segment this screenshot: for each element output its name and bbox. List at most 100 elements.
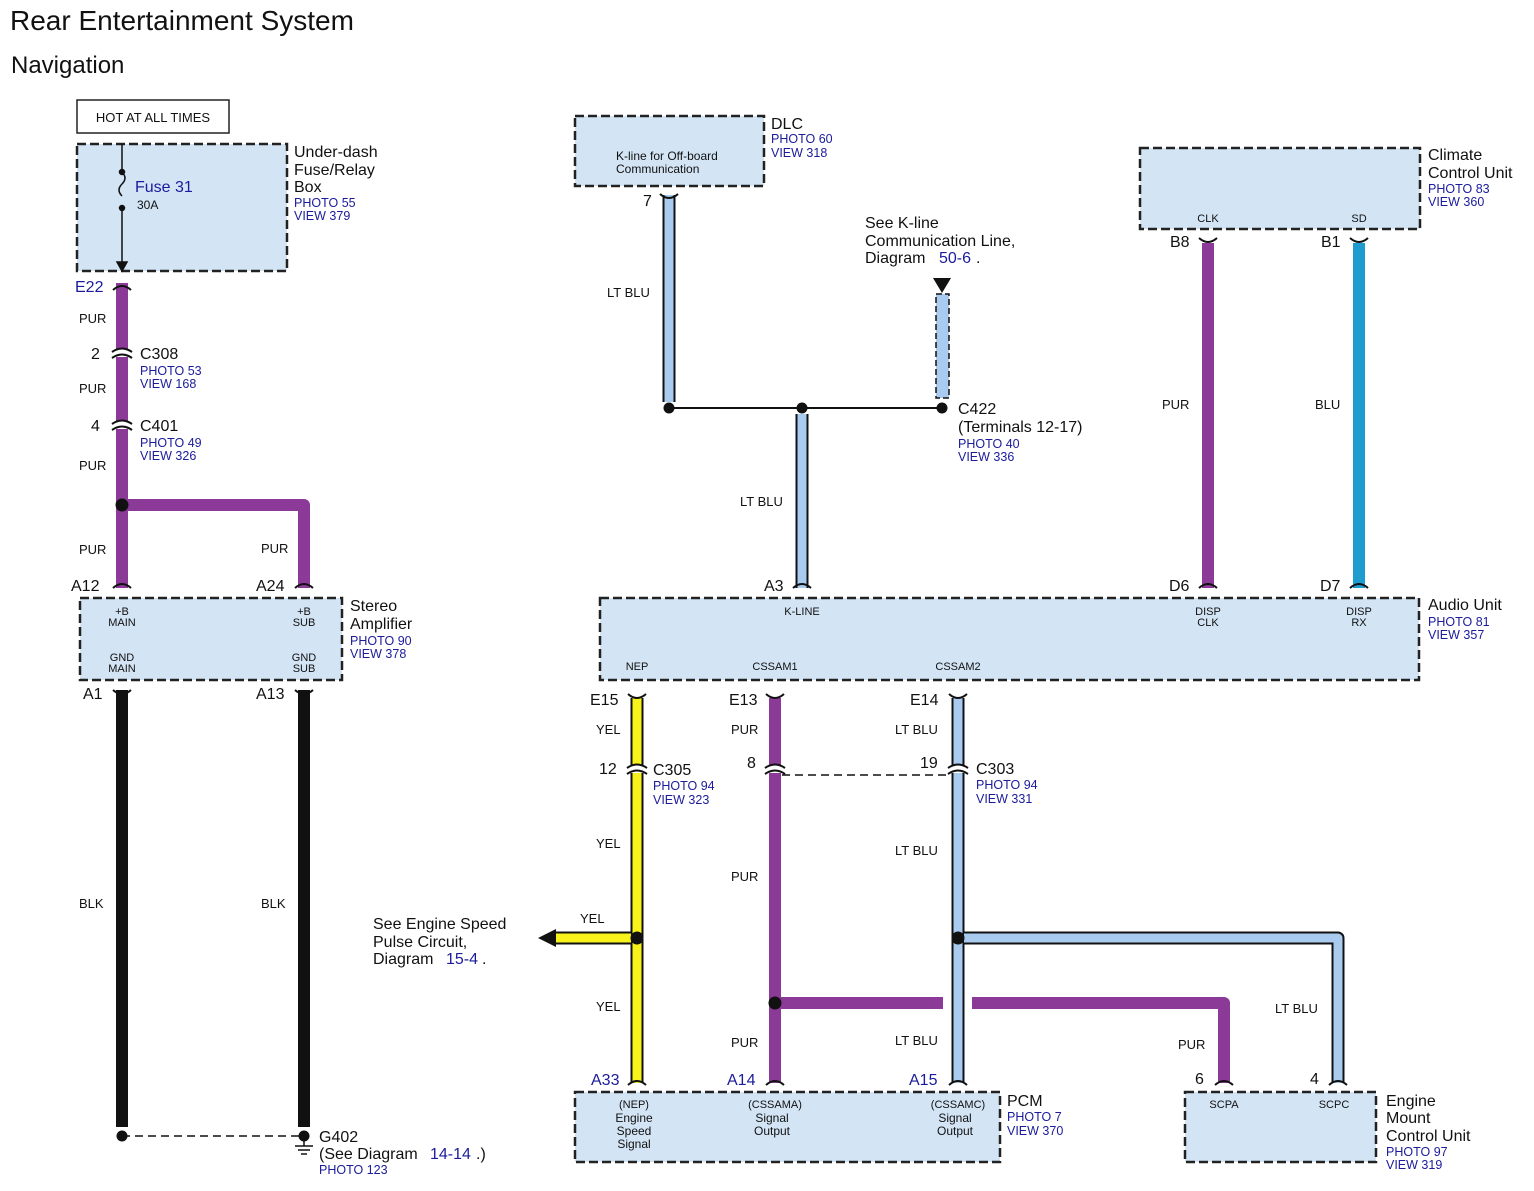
amp-name-2: Amplifier [350,616,413,633]
climate-name-2: Control Unit [1428,165,1513,182]
amp-a24-label-1: +B [297,606,311,618]
splice-pur-cssam [768,996,782,1010]
pin-a14: A14 [727,1072,756,1089]
c401-photo: PHOTO 49 [140,436,202,450]
amp-a12-label-2: MAIN [108,617,136,629]
hot-label: HOT AT ALL TIMES [96,110,210,125]
hot-label-box [76,99,230,134]
wire-label-pur: PUR [261,541,288,556]
wire-label-pur: PUR [79,458,106,473]
pcm-a14-label-2: Signal [755,1111,788,1125]
fuse-rating: 30A [137,198,158,212]
audio-disprx-label-1: DISP [1346,606,1372,618]
climate-photo: PHOTO 83 [1428,182,1490,196]
wire-pur-a24 [122,499,310,588]
pin-a24: A24 [256,578,285,595]
amp-name-1: Stereo [350,598,397,615]
splice-kline-left [663,402,675,414]
c401-pin: 4 [91,418,100,435]
labels: Under-dash Fuse/Relay Box PHOTO 55 VIEW … [71,116,1513,1177]
wire-label-pur: PUR [731,1035,758,1050]
c401-view: VIEW 326 [140,449,196,463]
c422-arrow [933,278,951,293]
pin-e14: E14 [910,692,939,709]
c305-photo: PHOTO 94 [653,779,715,793]
climate-clk-label: CLK [1197,213,1219,225]
wire-label-ltblu: LT BLU [1275,1001,1318,1016]
wire-label-ltblu: LT BLU [895,843,938,858]
climate-box [1138,146,1422,231]
pcm-a15-label-1: (CSSAMC) [931,1099,985,1111]
wire-label-ltblu: LT BLU [895,1033,938,1048]
audio-view: VIEW 357 [1428,628,1484,642]
wire-label-yel: YEL [596,836,621,851]
audio-cssam2-label: CSSAM2 [935,661,980,673]
wire-label-blu: BLU [1315,397,1340,412]
splice-yel [630,931,644,945]
c305-view: VIEW 323 [653,793,709,807]
c303-name: C303 [976,761,1014,778]
dlc-inner-1: K-line for Off-board [616,149,718,163]
wire-label-ltblu: LT BLU [740,494,783,509]
kline-note-2: Communication Line, [865,233,1015,250]
pin-dlc-7: 7 [643,193,652,210]
c303-pin-b: 19 [920,755,938,772]
kline-note-link: 50-6 [939,250,971,267]
audio-photo: PHOTO 81 [1428,615,1490,629]
wire-label-blk: BLK [79,896,104,911]
fuse-box-photo: PHOTO 55 [294,196,356,210]
dlc-view: VIEW 318 [771,146,827,160]
fuse-icon [115,144,129,273]
fuse-name: Fuse 31 [135,179,193,196]
dlc-box [573,114,766,188]
ground-dot-a1 [116,1130,128,1142]
emcu-photo: PHOTO 97 [1386,1145,1448,1159]
kline-note-prefix: Diagram [865,250,925,267]
emcu-scpa-label: SCPA [1209,1099,1239,1111]
pin-b8: B8 [1170,234,1190,251]
c308-view: VIEW 168 [140,377,196,391]
dlc-name: DLC [771,116,803,133]
engine-speed-arrow [538,929,556,947]
engine-speed-note-link: 15-4 [446,951,478,968]
pin-d6: D6 [1169,578,1190,595]
splice-kline-right [936,402,948,414]
pcm-a14-label-1: (CSSAMA) [748,1099,802,1111]
c401-name: C401 [140,418,178,435]
c303-view: VIEW 331 [976,792,1032,806]
fuse-box-name-3: Box [294,179,322,196]
wire-label-pur: PUR [79,381,106,396]
dlc-inner-2: Communication [616,162,699,176]
engine-mount-box [1183,1090,1378,1164]
emcu-name-2: Mount [1386,1110,1431,1127]
amp-a13-label-1: GND [292,652,317,664]
ground-dot-a13 [298,1130,310,1142]
wire-pur-branch-right [972,997,1230,1083]
c401-symbol [111,419,133,431]
c308-photo: PHOTO 53 [140,364,202,378]
audio-kline-label: K-LINE [784,606,819,618]
climate-name-1: Climate [1428,147,1482,164]
wire-label-pur: PUR [79,311,106,326]
wire-label-yel: YEL [596,999,621,1014]
fuse-box-view: VIEW 379 [294,209,350,223]
engine-speed-note-2: Pulse Circuit, [373,934,467,951]
pin-emcu-6: 6 [1195,1071,1204,1088]
pcm-a15-label-3: Output [937,1124,974,1138]
ground-icon [295,1140,313,1155]
c308-name: C308 [140,346,178,363]
splice-pur [115,498,129,512]
c305-symbol [626,763,648,775]
c308-pin: 2 [91,346,100,363]
climate-sd-label: SD [1351,213,1366,225]
pcm-a33-label-3: Speed [617,1124,652,1138]
pin-emcu-4: 4 [1310,1071,1319,1088]
wire-label-yel: YEL [580,911,605,926]
audio-nep-label: NEP [626,661,649,673]
pcm-a33-label-2: Engine [615,1111,653,1125]
emcu-name-1: Engine [1386,1093,1436,1110]
kline-note-suffix: . [976,250,980,267]
splice-ltblu [951,931,965,945]
connector-symbols [111,193,1369,1086]
